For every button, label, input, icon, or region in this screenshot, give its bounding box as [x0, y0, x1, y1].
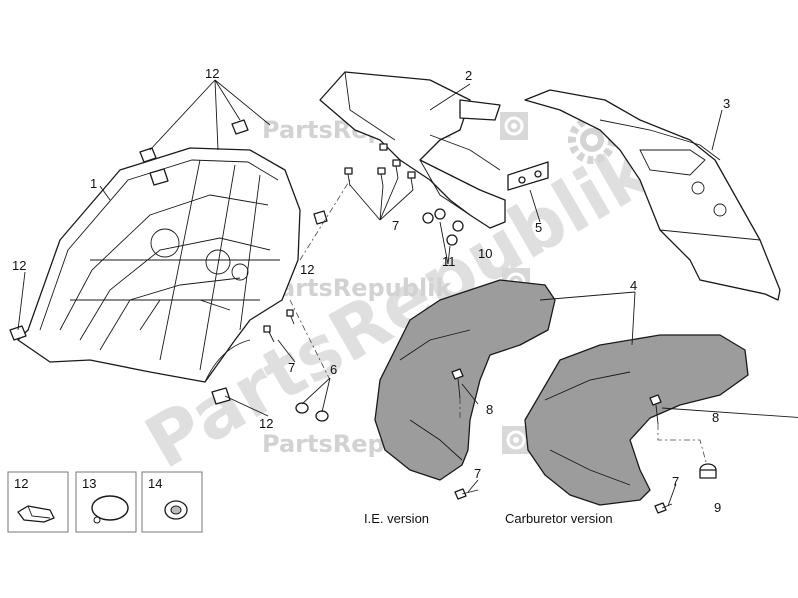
part-1-rear-mudguard [17, 147, 301, 383]
part-7-screws-frame [263, 309, 295, 343]
callout-6: 6 [330, 362, 337, 377]
callout-12: 12 [259, 416, 273, 431]
callout-5: 5 [535, 220, 542, 235]
callout-12: 12 [300, 262, 314, 277]
callout-7: 7 [474, 466, 481, 481]
clamp-ring-icon [91, 495, 129, 521]
part-5-reflector [507, 161, 549, 191]
callout-3: 3 [723, 96, 730, 111]
part-7-screws-covers [454, 488, 673, 514]
watermark-middle-text: PartsRepublik [262, 274, 452, 302]
callout-7: 7 [392, 218, 399, 233]
legend-label-14: 14 [148, 476, 162, 491]
part-4-seat-cover-ie [374, 279, 556, 481]
callout-11: 11 [442, 254, 456, 269]
dashed-connectors [289, 179, 707, 463]
gear-icon [502, 426, 530, 454]
callout-1: 1 [90, 176, 97, 191]
leader-lines [17, 79, 798, 507]
callout-7: 7 [288, 360, 295, 375]
caption-ie-version: I.E. version [364, 511, 429, 526]
part-8-screws [451, 368, 662, 425]
part-4-seat-cover-carburetor [524, 334, 749, 506]
legend-box-14: 14 [141, 471, 203, 533]
callout-10: 10 [478, 246, 492, 261]
callout-9: 9 [714, 500, 721, 515]
caption-carburetor-version: Carburetor version [505, 511, 613, 526]
callout-8: 8 [712, 410, 719, 425]
callout-12: 12 [205, 66, 219, 81]
part-3-rear-cover [524, 89, 781, 301]
callout-4: 4 [630, 278, 637, 293]
part-6-grommets [295, 402, 329, 422]
callout-12: 12 [12, 258, 26, 273]
legend-box-13: 13 [75, 471, 137, 533]
callout-labels: 12 1 12 12 2 3 7 5 10 11 4 7 6 12 8 8 7 … [12, 66, 730, 515]
legend-box-12: 12 [7, 471, 69, 533]
part-10-11-nuts [422, 208, 464, 246]
callout-2: 2 [465, 68, 472, 83]
legend-label-13: 13 [82, 476, 96, 491]
part-9-grommet [699, 463, 717, 479]
callout-8: 8 [486, 402, 493, 417]
gear-icon [500, 112, 528, 140]
legend-label-12: 12 [14, 476, 28, 491]
part-12-clips [9, 119, 328, 405]
callout-7: 7 [672, 474, 679, 489]
part-2-license-bracket [319, 71, 506, 229]
part-7-screws-bracket [344, 143, 416, 191]
